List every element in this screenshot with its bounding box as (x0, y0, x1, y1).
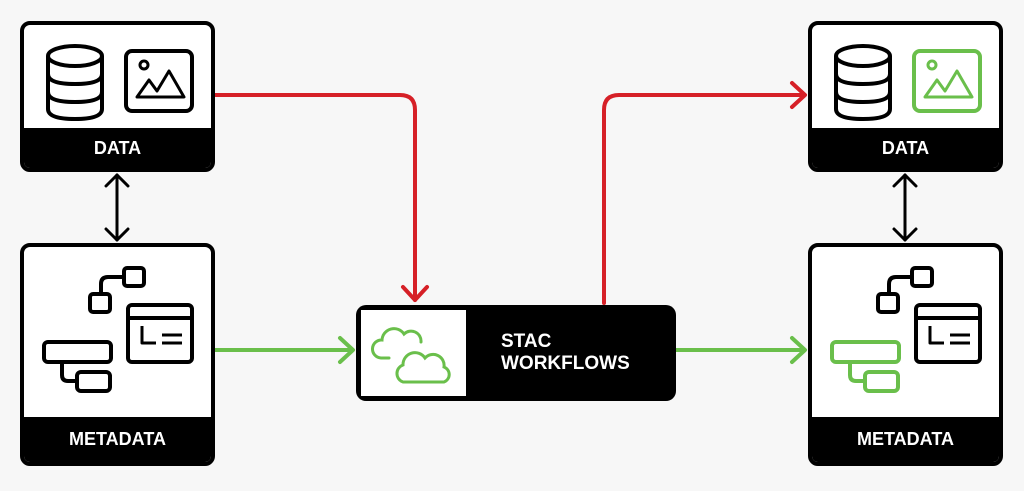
stac-title-line2: WORKFLOWS (501, 353, 630, 374)
right-metadata-box: METADATA (808, 243, 1003, 466)
metadata-tree-icon (42, 266, 194, 393)
double-arrow-right (892, 173, 918, 242)
red-arrow-stac-to-right-data (602, 81, 807, 305)
metadata-tree-icon (830, 266, 982, 393)
data-label: DATA (812, 128, 999, 168)
cloud-icon (371, 327, 451, 384)
red-arrow-left-data-to-stac (212, 93, 429, 302)
database-icon (46, 44, 104, 121)
data-label: DATA (24, 128, 211, 168)
stac-icon-panel (361, 310, 466, 396)
image-icon (912, 49, 982, 113)
database-icon (834, 44, 892, 121)
image-icon (124, 49, 194, 113)
left-data-box: DATA (20, 21, 215, 172)
right-data-box: DATA (808, 21, 1003, 172)
stac-title: STAC WORKFLOWS (501, 331, 630, 375)
metadata-label: METADATA (812, 417, 999, 462)
metadata-label: METADATA (24, 417, 211, 462)
green-arrow-left-metadata-to-stac (212, 336, 355, 364)
stac-title-line1: STAC (501, 331, 552, 352)
green-arrow-stac-to-right-metadata (674, 336, 807, 364)
stac-workflows-box: STAC WORKFLOWS (356, 305, 676, 401)
double-arrow-left (104, 173, 130, 242)
left-metadata-box: METADATA (20, 243, 215, 466)
